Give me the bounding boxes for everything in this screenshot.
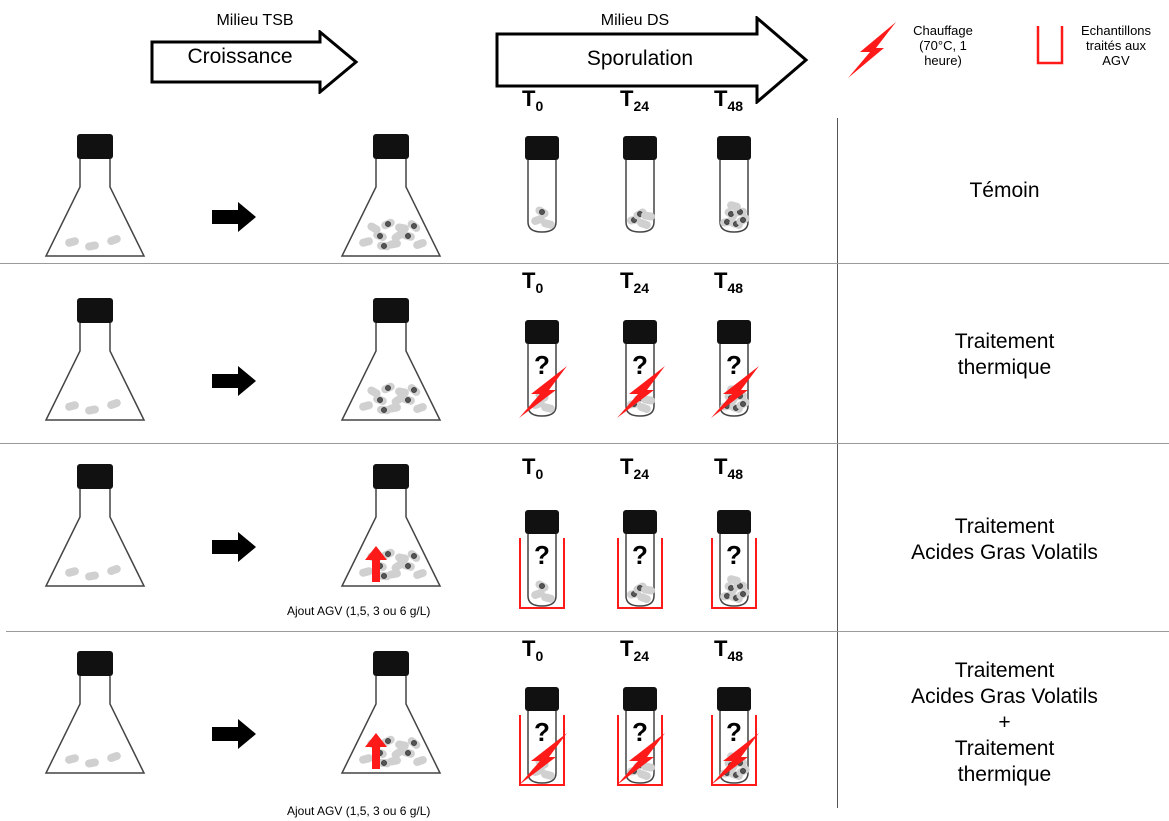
time-point-label: T0	[522, 268, 544, 296]
agv-addition-arrow	[365, 733, 387, 769]
agv-legend-text: Echantillons traités aux AGV	[1080, 23, 1152, 68]
agv-addition-caption: Ajout AGV (1,5, 3 ou 6 g/L)	[287, 604, 431, 618]
row-divider	[0, 263, 1169, 264]
sample-tube: ?	[519, 687, 567, 786]
sample-tube: ?	[617, 320, 665, 418]
time-point-label: T48	[714, 268, 744, 296]
culture-flask	[340, 134, 442, 257]
culture-flask	[340, 651, 442, 774]
svg-text:?: ?	[632, 540, 648, 570]
heating-legend-text: Chauffage (70°C, 1 heure)	[913, 23, 973, 68]
sample-tube	[717, 136, 751, 233]
agv-addition-arrow	[365, 546, 387, 582]
time-point-label: T24	[620, 268, 650, 296]
time-point-label: T24	[620, 636, 650, 664]
svg-text:?: ?	[534, 540, 550, 570]
svg-text:?: ?	[534, 717, 550, 747]
sporulation-arrow-label: Sporulation	[586, 47, 694, 70]
sample-tube: ?	[519, 320, 567, 418]
heating-legend-icon	[848, 22, 896, 78]
time-point-label: T0	[522, 636, 544, 664]
svg-text:?: ?	[632, 350, 648, 380]
svg-text:?: ?	[726, 540, 742, 570]
condition-label-line: thermique	[957, 763, 1052, 786]
process-arrow	[212, 202, 256, 232]
time-point-label: T0	[522, 86, 544, 114]
column-divider	[837, 118, 838, 808]
growth-arrow-label: Croissance	[187, 45, 293, 68]
condition-label-line: Traitement	[954, 515, 1055, 538]
sample-tube: ?	[617, 687, 665, 786]
time-point-label: T24	[620, 86, 650, 114]
condition-label-line: Traitement	[954, 659, 1055, 682]
sample-tube: ?	[711, 320, 759, 418]
svg-text:?: ?	[726, 717, 742, 747]
time-point-label: T24	[620, 454, 650, 482]
condition-label: Témoin	[840, 178, 1169, 204]
row-divider	[0, 443, 1169, 444]
svg-text:?: ?	[632, 717, 648, 747]
time-point-label: T0	[522, 454, 544, 482]
process-arrow	[212, 532, 256, 562]
row-divider	[6, 631, 1169, 632]
time-point-label: T48	[714, 454, 744, 482]
condition-label-line: Acides Gras Volatils	[911, 541, 1098, 564]
condition-label-line: Témoin	[969, 179, 1040, 202]
agv-addition-caption: Ajout AGV (1,5, 3 ou 6 g/L)	[287, 804, 431, 818]
growth-arrow: Croissance	[150, 30, 360, 94]
sporulation-arrow: Sporulation	[495, 16, 810, 104]
starting-flask	[44, 464, 146, 587]
culture-flask	[340, 464, 442, 587]
condition-label-line: Traitement	[954, 330, 1055, 353]
condition-label: Traitement thermique	[840, 329, 1169, 381]
sample-tube: ?	[711, 687, 759, 786]
condition-label-line: +	[998, 711, 1011, 734]
svg-text:?: ?	[726, 350, 742, 380]
condition-label-line: Acides Gras Volatils	[911, 685, 1098, 708]
starting-flask	[44, 298, 146, 421]
sample-tube	[525, 136, 559, 233]
sample-tube: ?	[711, 510, 757, 609]
time-point-label: T48	[714, 636, 744, 664]
process-arrow	[212, 366, 256, 396]
culture-flask	[340, 298, 442, 421]
sample-tube: ?	[617, 510, 663, 609]
condition-label-line: Traitement	[954, 737, 1055, 760]
tsb-medium-label: Milieu TSB	[216, 12, 294, 29]
agv-legend-icon	[1036, 26, 1064, 65]
sample-tube: ?	[519, 510, 565, 609]
starting-flask	[44, 134, 146, 257]
svg-text:?: ?	[534, 350, 550, 380]
sample-tube	[623, 136, 657, 233]
starting-flask	[44, 651, 146, 774]
condition-label-line: thermique	[957, 356, 1052, 379]
process-arrow	[212, 719, 256, 749]
time-point-label: T48	[714, 86, 744, 114]
ds-medium-label: Milieu DS	[600, 12, 670, 29]
